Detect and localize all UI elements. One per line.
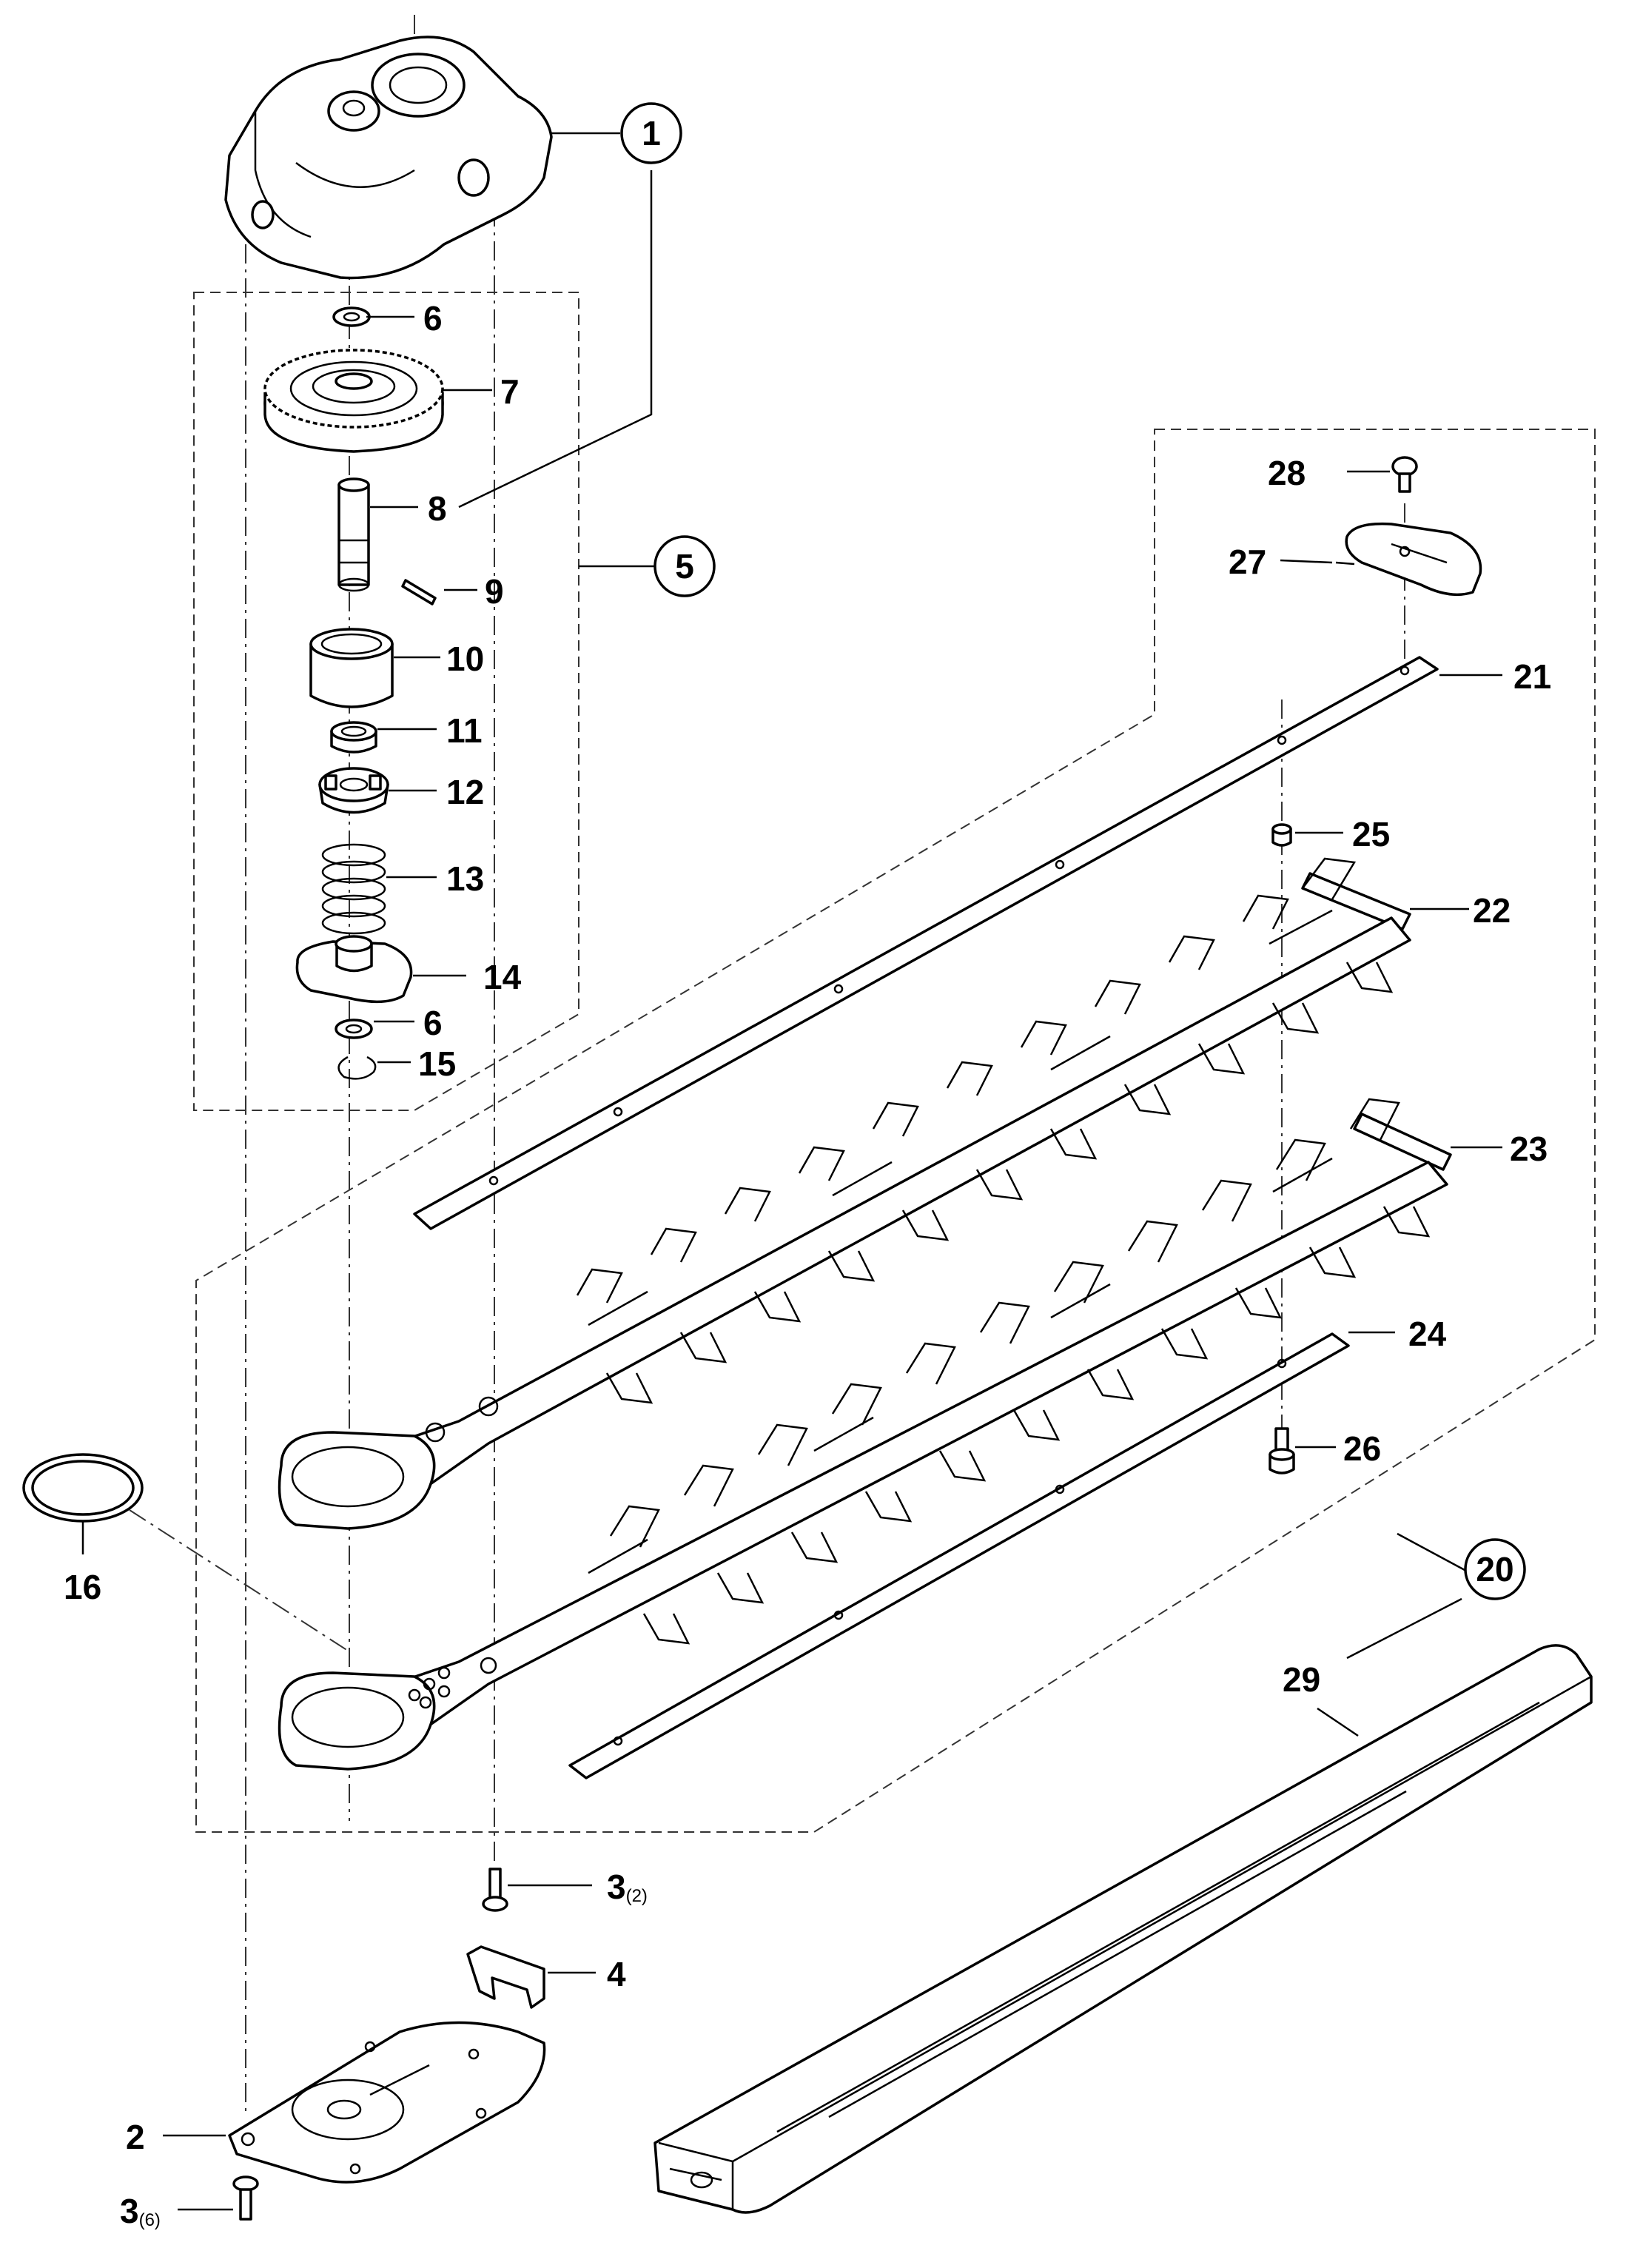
callout-24: 24 [1408, 1315, 1447, 1353]
callout-28: 28 [1268, 454, 1306, 492]
leader-lines [81, 132, 1502, 2211]
callout-26: 26 [1343, 1429, 1381, 1468]
spring-part [321, 843, 386, 935]
callout-5: 5 [653, 535, 716, 597]
sleeve-part [309, 628, 394, 708]
callout-8: 8 [428, 489, 447, 528]
screw-3-upper-part [482, 1868, 508, 1912]
callout-12: 12 [446, 773, 484, 811]
callout-6-upper: 6 [423, 299, 443, 338]
callout-11: 11 [446, 711, 483, 750]
gear-assembly-boundary [193, 292, 579, 1111]
screw-3-lower-part [232, 2175, 259, 2221]
svg-text:5: 5 [675, 547, 694, 586]
bolt-26-part [1269, 1427, 1295, 1474]
gear-part [263, 349, 444, 453]
blade-sheath-part [653, 1644, 1593, 2214]
washer-upper-part [332, 306, 371, 327]
callout-4: 4 [607, 1955, 626, 1993]
svg-text:20: 20 [1476, 1550, 1513, 1588]
callout-1: 1 [620, 102, 682, 164]
bushing-part [330, 721, 377, 754]
callout-9: 9 [485, 572, 504, 611]
o-ring-part [22, 1453, 144, 1523]
upper-blade-strip-part [413, 656, 1439, 1230]
callout-3-lower: 3(6) [120, 2192, 161, 2230]
pin-part [401, 579, 437, 605]
callout-29: 29 [1283, 1660, 1320, 1699]
callout-16: 16 [64, 1568, 101, 1606]
cover-plate-part [228, 2021, 546, 2184]
lower-blade-strip-part [568, 1332, 1350, 1779]
clip-part [466, 1945, 545, 2009]
callout-20: 20 [1464, 1538, 1526, 1600]
callout-6-lower: 6 [423, 1004, 443, 1042]
callout-7: 7 [500, 372, 520, 411]
callout-15: 15 [418, 1044, 456, 1083]
upper-blade-part [278, 857, 1411, 1530]
cam-part [295, 935, 413, 1004]
circlip-part [337, 1056, 377, 1080]
callout-25: 25 [1352, 815, 1390, 853]
callout-13: 13 [446, 859, 484, 898]
blade-assembly-boundary [195, 429, 1596, 1833]
callout-3-upper: 3(2) [607, 1868, 648, 1906]
callout-14: 14 [483, 958, 522, 996]
svg-text:1: 1 [642, 114, 661, 152]
gear-housing-part [224, 36, 553, 280]
callout-22: 22 [1473, 891, 1511, 930]
callout-2: 2 [126, 2118, 145, 2156]
end-clamp-part [1345, 522, 1482, 597]
axis-line-ring [129, 1509, 349, 1651]
callout-23: 23 [1510, 1130, 1548, 1168]
callout-27: 27 [1229, 543, 1266, 581]
shaft-part [337, 477, 370, 592]
screw-28-part [1391, 456, 1418, 493]
callout-10: 10 [446, 640, 484, 678]
washer-lower-part [335, 1019, 373, 1039]
lower-blade-part [278, 1098, 1452, 1771]
washer-lower-hole [345, 1024, 363, 1034]
washer-upper-hole [343, 312, 360, 322]
callout-21: 21 [1513, 657, 1551, 696]
spacer-part [1271, 823, 1292, 847]
clutch-piece-part [318, 767, 389, 814]
